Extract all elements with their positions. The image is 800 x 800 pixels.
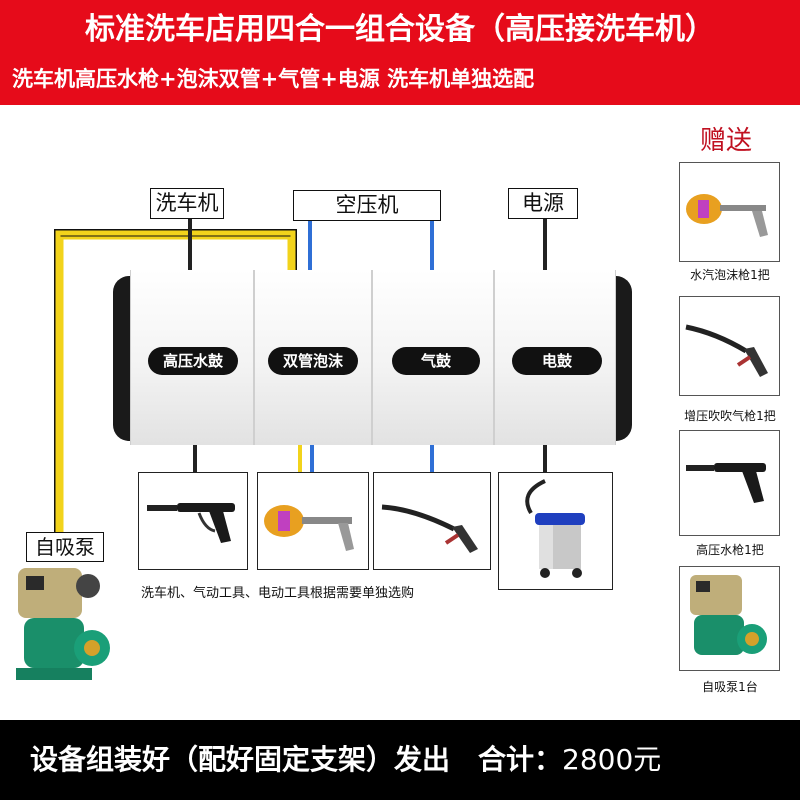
gift-foam-gun — [679, 162, 780, 262]
drum-label-water: 高压水鼓 — [148, 347, 238, 375]
bottom-banner — [0, 720, 800, 800]
hose-diagram — [54, 219, 547, 540]
tool-water-gun — [138, 472, 248, 570]
page-title: 标准洗车店用四合一组合设备（高压接洗车机） — [85, 12, 715, 47]
gift-caption-1: 水汽泡沫枪1把 — [690, 268, 770, 282]
compressor-label: 空压机 — [293, 190, 441, 221]
reel-end-cap-left — [113, 276, 135, 441]
footer-text: 设备组装好（配好固定支架）发出 合计：2800元 — [30, 720, 790, 800]
gift-pump — [679, 566, 780, 671]
washer-label: 洗车机 — [150, 188, 224, 219]
gift-caption-4: 自吸泵1台 — [702, 680, 758, 694]
footer-description: 设备组装好（配好固定支架）发出 合计： — [30, 743, 563, 776]
vacuum-icon — [525, 479, 585, 578]
gift-water-gun — [679, 430, 780, 536]
gift-caption-3: 高压水枪1把 — [696, 543, 764, 557]
pump-icon — [690, 575, 767, 655]
tool-air-gun — [373, 472, 491, 570]
gift-caption-2: 增压吹吹气枪1把 — [684, 409, 776, 423]
gift-air-gun — [679, 296, 780, 396]
water-gun-icon — [147, 503, 235, 543]
purchase-note: 洗车机、气动工具、电动工具根据需要单独选购 — [141, 586, 415, 601]
water-gun-icon — [686, 463, 766, 503]
foam-gun-icon — [264, 505, 354, 551]
drum-label-foam: 双管泡沫 — [268, 347, 358, 375]
foam-gun-icon — [686, 194, 768, 237]
footer-price: 2800元 — [562, 743, 662, 776]
gift-heading: 赠送 — [700, 126, 753, 156]
yellow-hose-inner — [60, 236, 291, 540]
drum-label-power: 电鼓 — [512, 347, 602, 375]
air-gun-icon — [685, 324, 768, 377]
air-gun-icon — [381, 504, 478, 553]
top-banner — [0, 0, 800, 105]
pump-icon — [16, 568, 110, 680]
page-subtitle: 洗车机高压水枪+泡沫双管+气管+电源 洗车机单独选配 — [12, 67, 535, 91]
pump-label: 自吸泵 — [26, 532, 104, 562]
drum-label-air: 气鼓 — [392, 347, 480, 375]
power-label: 电源 — [508, 188, 578, 219]
tool-foam-gun — [257, 472, 369, 570]
tool-vacuum — [498, 472, 613, 590]
